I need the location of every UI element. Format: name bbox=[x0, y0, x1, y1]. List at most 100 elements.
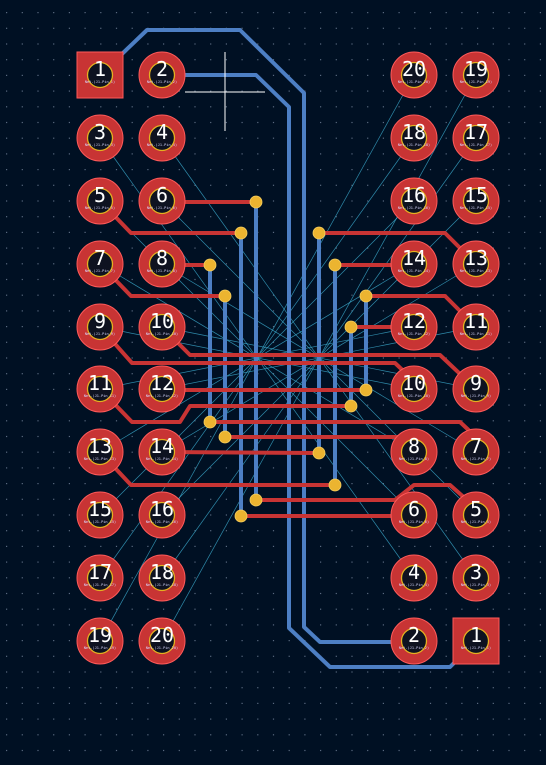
back-trace-pin2[interactable] bbox=[160, 73, 478, 669]
via[interactable] bbox=[328, 478, 342, 492]
back-trace-pin1[interactable] bbox=[98, 28, 416, 644]
grid-dot bbox=[6, 655, 8, 657]
via-layer[interactable] bbox=[203, 195, 373, 523]
via[interactable] bbox=[218, 430, 232, 444]
via[interactable] bbox=[359, 289, 373, 303]
grid-dot bbox=[194, 137, 196, 139]
grid-dot bbox=[492, 702, 494, 704]
grid-dot bbox=[382, 687, 384, 689]
grid-dot bbox=[68, 388, 70, 390]
pad-number-label: 7 bbox=[94, 246, 106, 270]
front-trace[interactable] bbox=[160, 450, 321, 455]
grid-dot bbox=[68, 592, 70, 595]
grid-dot bbox=[508, 592, 510, 595]
via[interactable] bbox=[328, 258, 342, 272]
grid-dot bbox=[539, 310, 541, 312]
grid-dot bbox=[147, 671, 149, 673]
via[interactable] bbox=[312, 446, 326, 460]
via[interactable] bbox=[234, 509, 248, 523]
via[interactable] bbox=[249, 493, 263, 507]
via[interactable] bbox=[203, 415, 217, 429]
grid-dot bbox=[257, 592, 259, 595]
front-trace[interactable] bbox=[98, 387, 353, 424]
via[interactable] bbox=[344, 399, 358, 413]
grid-dot bbox=[68, 420, 70, 422]
via[interactable] bbox=[218, 289, 232, 303]
grid-dot bbox=[272, 734, 275, 736]
via[interactable] bbox=[234, 226, 248, 240]
grid-dot bbox=[382, 216, 384, 218]
pad-drill-hole bbox=[86, 313, 114, 341]
grid-dot bbox=[163, 702, 165, 704]
back-copper-layer[interactable] bbox=[98, 28, 478, 669]
pad-net-label: Net-(J1-Pin_9) bbox=[85, 332, 115, 336]
grid-dot bbox=[335, 90, 337, 92]
grid-dot bbox=[53, 702, 55, 704]
grid-dot bbox=[429, 687, 432, 689]
grid-dot bbox=[6, 294, 8, 296]
grid-dot bbox=[37, 545, 39, 547]
via[interactable] bbox=[312, 226, 326, 240]
pad-drill-hole bbox=[462, 313, 490, 341]
front-trace[interactable] bbox=[254, 483, 478, 510]
grid-dot bbox=[382, 467, 384, 469]
grid-dot bbox=[508, 137, 510, 139]
grid-dot bbox=[524, 545, 526, 547]
grid-dot bbox=[241, 655, 243, 657]
via[interactable] bbox=[249, 195, 263, 209]
via[interactable] bbox=[203, 258, 217, 272]
grid-dot bbox=[539, 608, 541, 610]
grid-dot bbox=[131, 561, 133, 563]
grid-dot bbox=[257, 671, 259, 673]
via[interactable] bbox=[344, 320, 358, 334]
grid-dot bbox=[445, 278, 447, 281]
via[interactable] bbox=[359, 383, 373, 397]
pad-drill-hole bbox=[148, 438, 176, 466]
grid-dot bbox=[68, 12, 70, 14]
grid-dot bbox=[68, 357, 70, 359]
